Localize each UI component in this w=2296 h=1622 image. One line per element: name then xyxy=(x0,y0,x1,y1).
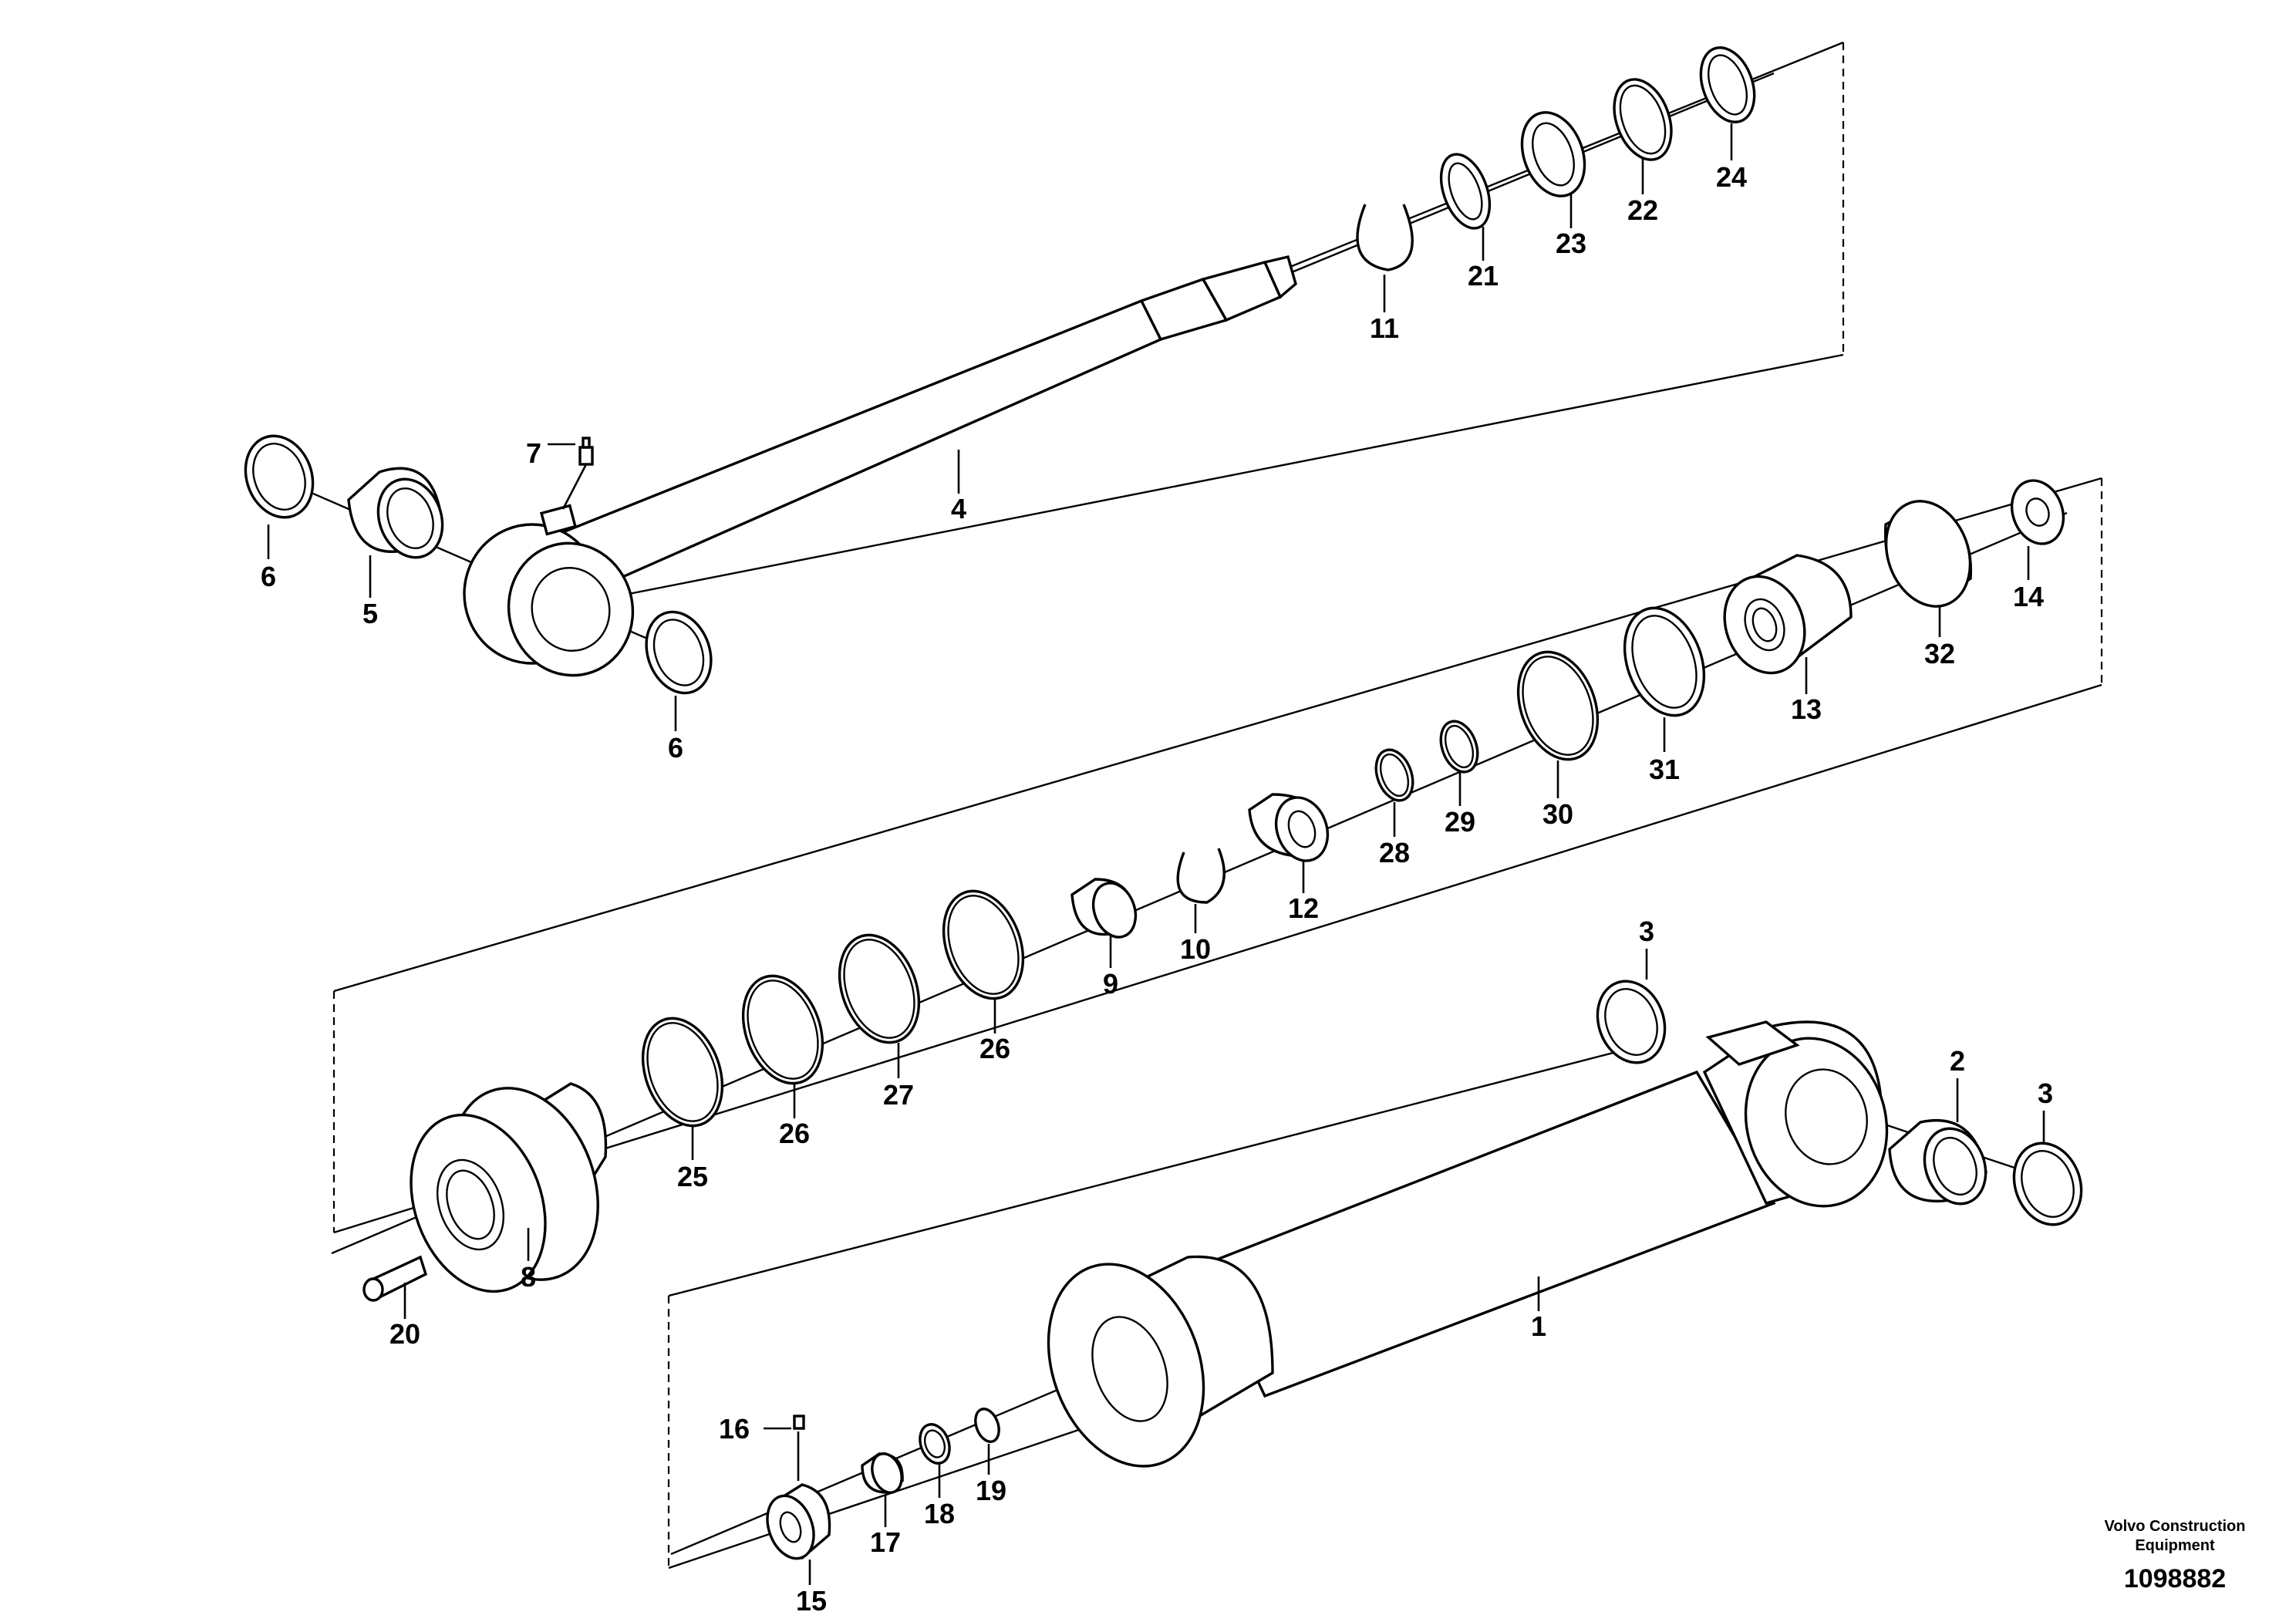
part-32-wear-ring xyxy=(1883,500,1973,608)
callout-12: 12 xyxy=(1288,892,1319,924)
callout-14: 14 xyxy=(2013,581,2044,612)
part-12-collar xyxy=(1248,793,1330,862)
part-6-seal-right xyxy=(645,610,713,695)
piston-head-group xyxy=(362,479,2065,1302)
callout-numbers: 1 2 3 3 4 5 6 6 7 8 9 10 11 12 13 14 15 … xyxy=(261,161,2053,1617)
cylinder-tube-group xyxy=(766,980,2083,1560)
callout-10: 10 xyxy=(1180,933,1211,965)
part-24-wiper xyxy=(1699,46,1756,123)
callout-7: 7 xyxy=(526,437,541,469)
callout-24: 24 xyxy=(1716,161,1747,193)
part-7-grease-nipple xyxy=(561,437,594,510)
part-23-seal xyxy=(1520,111,1586,197)
callout-11: 11 xyxy=(1370,312,1399,344)
piston-frame-bottom-edge xyxy=(333,683,2102,1234)
piston-rod-group xyxy=(244,46,1756,695)
tube-frame-top-edge xyxy=(668,1040,1659,1297)
part-10-snap-ring xyxy=(1176,848,1226,904)
callout-22: 22 xyxy=(1627,194,1658,226)
part-20-bolt xyxy=(362,1255,428,1302)
part-17-collar xyxy=(861,1452,904,1494)
callout-13: 13 xyxy=(1791,693,1822,725)
part-25-oring xyxy=(641,1017,724,1128)
callout-4: 4 xyxy=(951,493,966,524)
callout-2: 2 xyxy=(1950,1045,1965,1077)
callout-16: 16 xyxy=(719,1413,750,1445)
part-22-ring xyxy=(1613,78,1673,161)
callout-9: 9 xyxy=(1103,968,1118,1000)
callout-31: 31 xyxy=(1649,754,1680,785)
part-8-cylinder-head xyxy=(410,1082,608,1293)
callout-8: 8 xyxy=(521,1261,536,1293)
part-14-shim xyxy=(2010,479,2065,545)
callout-leaders xyxy=(267,123,2045,1585)
part-29-ring xyxy=(1439,720,1479,774)
rod-frame-bottom-edge xyxy=(609,353,1844,599)
part-19-oring xyxy=(974,1408,1000,1443)
part-3-seal-right xyxy=(2012,1141,2083,1226)
callout-18: 18 xyxy=(924,1498,955,1529)
callout-5: 5 xyxy=(362,598,378,629)
callout-25: 25 xyxy=(677,1161,708,1192)
callout-32: 32 xyxy=(1924,638,1955,669)
part-28-ring xyxy=(1374,748,1414,802)
callout-6-left: 6 xyxy=(261,561,276,592)
callout-15: 15 xyxy=(796,1585,827,1617)
drawing-number: 1098882 xyxy=(2124,1564,2226,1593)
part-26-oring-a xyxy=(741,974,824,1085)
callout-30: 30 xyxy=(1542,798,1573,830)
callout-26-a: 26 xyxy=(779,1118,810,1149)
callout-1: 1 xyxy=(1531,1310,1546,1342)
part-6-seal-left xyxy=(244,434,315,519)
part-26-oring-b xyxy=(942,889,1025,1000)
part-30-oring xyxy=(1516,650,1600,761)
callout-28: 28 xyxy=(1379,837,1410,868)
part-15-lock-nut xyxy=(766,1483,831,1560)
callout-27: 27 xyxy=(883,1079,914,1111)
callout-6-right: 6 xyxy=(668,732,683,764)
part-4-piston-rod xyxy=(463,255,1297,677)
callout-20: 20 xyxy=(389,1318,420,1350)
callout-19: 19 xyxy=(976,1475,1006,1506)
callout-3-right: 3 xyxy=(2038,1077,2053,1109)
part-5-bushing xyxy=(347,467,444,559)
callout-3-top: 3 xyxy=(1639,916,1654,947)
part-13-piston xyxy=(1723,554,1853,675)
callout-29: 29 xyxy=(1445,806,1475,838)
part-1-cylinder-tube xyxy=(1047,1020,1889,1468)
part-16-set-screw xyxy=(793,1415,805,1430)
callout-23: 23 xyxy=(1556,228,1586,259)
callout-26-b: 26 xyxy=(979,1033,1010,1064)
company-name-line1: Volvo Construction xyxy=(2105,1518,2246,1535)
company-name-line2: Equipment xyxy=(2135,1537,2215,1554)
part-18-ring xyxy=(919,1423,951,1465)
part-9-bushing xyxy=(1070,878,1138,939)
part-2-bushing xyxy=(1888,1118,1988,1206)
callout-21: 21 xyxy=(1468,260,1499,292)
callout-17: 17 xyxy=(870,1526,901,1558)
part-27-seal xyxy=(838,933,921,1044)
part-11-snap-ring xyxy=(1356,204,1414,271)
part-21-wiper xyxy=(1439,153,1492,230)
credit-block: Volvo Construction Equipment 1098882 xyxy=(2105,1518,2246,1593)
